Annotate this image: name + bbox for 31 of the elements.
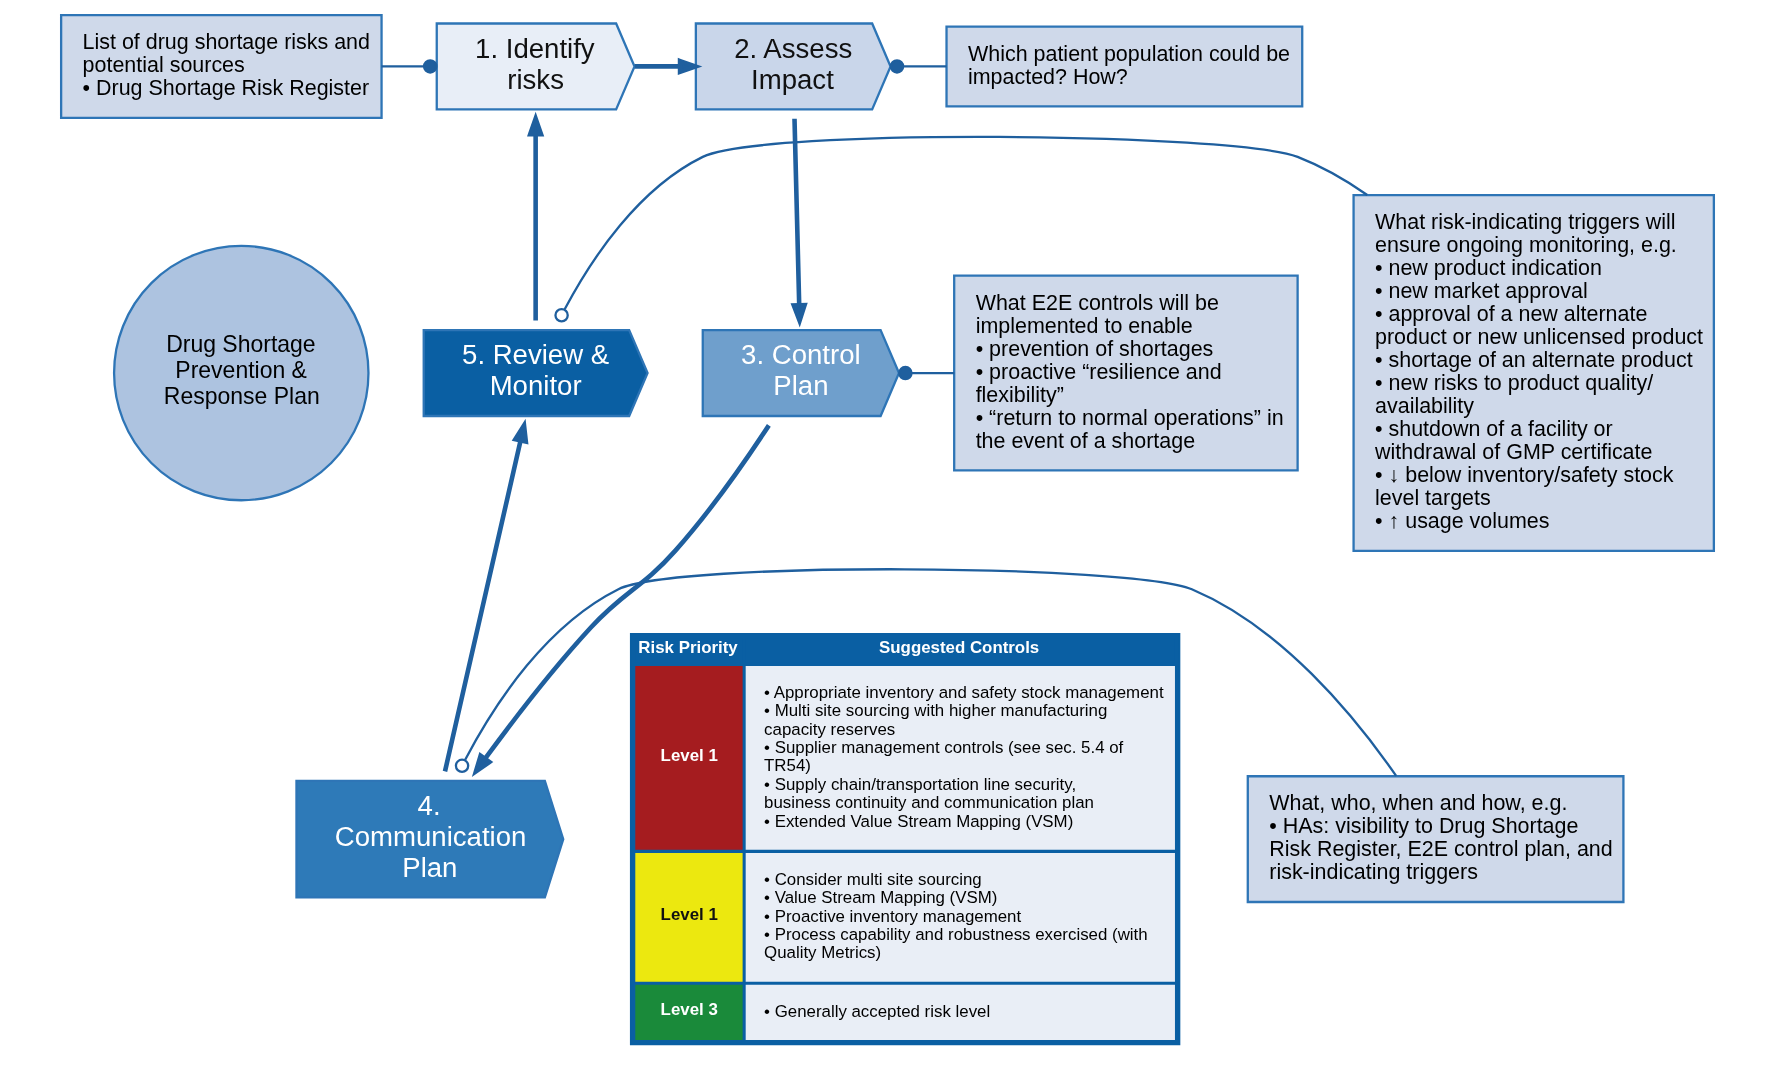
connector <box>554 135 1368 323</box>
label: Level 1 <box>660 905 718 925</box>
connector <box>898 365 955 381</box>
connector <box>381 59 438 74</box>
node-box: Which patient population could be impacted? How? <box>945 25 1304 108</box>
label: Risk Priority <box>638 638 738 658</box>
arrow <box>527 111 545 321</box>
arrow <box>790 118 808 328</box>
label: Level 1 <box>660 745 718 765</box>
node-box: List of drug shortage risks and potential sources • Drug Shortage Risk Register <box>60 13 383 119</box>
node-box: What E2E controls will be implemented to enable • prevention of shortages • proactive “resilience and flexibility” • “return to normal operations” in the event of a shortage <box>953 274 1299 472</box>
node-box: What risk-indicating triggers will ensure ongoing monitoring, e.g. • new product indication • new market approval • approval of a new alternate product or new unlicensed product • shortage of an alternate product • new risks to product quality/ availability • shutdown of a facility or withdrawal of GMP certificate • ↓ below inventory/safety stock level targets • ↑ usage volumes <box>1352 194 1715 553</box>
arrow <box>634 57 703 76</box>
node-box: What, who, when and how, e.g. • HAs: visibility to Drug Shortage Risk Register, E2E control plan, and risk-indicating triggers <box>1246 775 1625 904</box>
node-circle: Drug Shortage Prevention & Response Plan <box>112 244 370 502</box>
label: • Proactive inventory management <box>764 906 1022 926</box>
connector <box>889 59 947 74</box>
label: • Consider multi site sourcing <box>764 869 982 889</box>
label: • Appropriate inventory and safety stock management <box>764 682 1164 702</box>
connector <box>454 568 1398 777</box>
arrow <box>442 418 529 772</box>
label: • Extended Value Stream Mapping (VSM) <box>764 811 1074 831</box>
arrow <box>471 424 771 777</box>
label: • Value Stream Mapping (VSM) <box>764 888 998 908</box>
label: • Supply chain/transportation line security, business continuity and communication plan <box>764 774 1094 813</box>
label: • Process capability and robustness exercised (with Quality Metrics) <box>764 925 1148 963</box>
label: Level 3 <box>660 1000 718 1020</box>
label: Suggested Controls <box>879 638 1040 658</box>
label: • Multi site sourcing with higher manufacturing capacity reserves <box>764 701 1108 739</box>
label: • Supplier management controls (see sec. 5.4 of TR54) <box>764 737 1124 776</box>
label: • Generally accepted risk level <box>764 1001 991 1021</box>
